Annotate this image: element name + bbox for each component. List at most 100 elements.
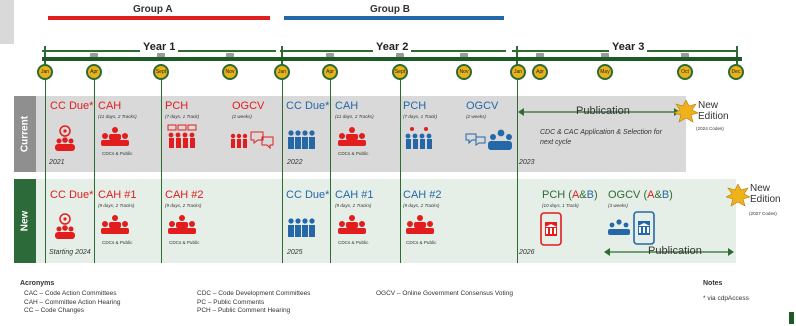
corner-decoration	[0, 0, 14, 44]
pch-amp: &	[579, 189, 587, 201]
people-group-icon	[288, 218, 315, 237]
current-b-cah-caption: CDCs & Public	[338, 151, 369, 156]
notes-text: * via cdpAccess	[703, 295, 749, 302]
current-publication-label: Publication	[576, 105, 630, 117]
ogcv-amp: &	[654, 189, 662, 201]
new-b-cc-due: CC Due*	[286, 189, 330, 201]
new-new-edition: New Edition	[750, 183, 781, 205]
current-b-pch-sub: (7 days, 1 Track)	[403, 114, 438, 119]
group-a-label: Group A	[133, 4, 173, 15]
online-voting-icon	[230, 131, 274, 150]
acronym-cc: CC – Code Changes	[24, 307, 84, 314]
month-apr-y2: Apr	[322, 64, 338, 80]
acronym-cac: CAC – Code Action Committees	[24, 290, 117, 297]
new-pch-sub: (10 days, 1 Track)	[542, 203, 579, 208]
cdc-application-text: CDC & CAC Application & Selection for ne…	[540, 129, 662, 146]
meeting-group-icon	[338, 127, 366, 146]
year-3-label: Year 3	[609, 41, 648, 53]
pch-b: B	[586, 189, 594, 201]
meeting-group-icon	[101, 215, 129, 234]
notes-title: Notes	[703, 280, 723, 287]
current-row-label: Current	[19, 115, 31, 153]
current-b-cah: CAH	[335, 100, 359, 112]
current-year-2021: 2021	[49, 159, 65, 166]
meeting-group-icon	[338, 215, 366, 234]
ogcv-prefix: OGCV (	[608, 189, 648, 201]
year-2-label: Year 2	[373, 41, 412, 53]
current-row-tab: Current	[14, 96, 36, 172]
guide-line	[400, 80, 401, 263]
new-row-tab: New	[14, 179, 36, 263]
meeting-group-icon	[101, 127, 129, 146]
month-apr-y1: Apr	[86, 64, 102, 80]
current-a-cah-sub: (11 days, 2 Tracks)	[98, 114, 137, 119]
current-edition-sub: (2024 Codes)	[696, 126, 724, 131]
acronym-ogcv: OGCV – Online Government Consensus Votin…	[376, 290, 513, 297]
new-edition-sub: (2027 Codes)	[749, 211, 777, 216]
public-comment-people-icon	[405, 127, 432, 149]
guide-line	[330, 80, 331, 263]
new-a-cah2: CAH #2	[165, 189, 204, 201]
new-b-cah2: CAH #2	[403, 189, 442, 201]
month-sept-y1: Sept	[153, 64, 169, 80]
acronyms-column-3: OGCV – Online Government Consensus Votin…	[376, 290, 513, 299]
tick	[516, 46, 518, 66]
online-government-voting-icon	[608, 211, 655, 245]
new-ogcv-ab: OGCV (A&B)	[608, 189, 673, 202]
acronym-cdc: CDC – Code Development Committees	[197, 290, 311, 297]
people-group-icon	[288, 130, 315, 149]
current-a-ogcv: OGCV	[232, 100, 265, 112]
public-comment-people-icon	[167, 124, 197, 148]
location-people-icon	[55, 125, 75, 151]
new-a-cah2-caption: CDCs & Public	[169, 240, 200, 245]
new-starting-2024: Starting 2024	[49, 249, 91, 256]
month-apr-y3: Apr	[532, 64, 548, 80]
star-burst-icon	[726, 184, 750, 207]
mobile-government-icon	[540, 212, 562, 246]
guide-line	[161, 80, 162, 263]
new-a-cah1-caption: CDCs & Public	[102, 240, 133, 245]
current-b-cah-sub: (11 days, 2 Tracks)	[335, 114, 374, 119]
location-people-icon	[55, 213, 75, 239]
ogcv-suffix: )	[669, 189, 673, 201]
guide-line	[45, 80, 46, 263]
current-a-cah: CAH	[98, 100, 122, 112]
guide-line	[517, 80, 518, 263]
acronym-pc: PC – Public Comments	[197, 298, 265, 306]
month-nov-y2: Nov	[456, 64, 472, 80]
online-voting-icon	[465, 129, 512, 150]
month-may-y3: May	[597, 64, 613, 80]
year-1-label: Year 1	[140, 41, 179, 53]
group-a-bar	[48, 16, 270, 20]
meeting-group-icon	[168, 215, 196, 234]
star-burst-icon	[674, 100, 698, 123]
acronym-cah: CAH – Committee Action Hearing	[24, 298, 121, 306]
ogcv-a: A	[647, 189, 655, 201]
group-b-bar	[284, 16, 504, 20]
pch-suffix: )	[593, 189, 598, 201]
new-b-cah2-caption: CDCs & Public	[406, 240, 437, 245]
new-b-cah1-caption: CDCs & Public	[338, 240, 369, 245]
current-a-pch-sub: (7 days, 1 Track)	[165, 114, 200, 119]
month-jan-y3: Jan	[510, 64, 526, 80]
acronyms-title: Acronyms	[20, 280, 55, 287]
current-b-ogcv-sub: (2 weeks)	[466, 114, 486, 119]
tick	[44, 46, 46, 66]
acronyms-column-1: CAC – Code Action Committees CAH – Commi…	[24, 290, 120, 316]
current-new-edition: New Edition	[698, 100, 729, 122]
current-a-ogcv-sub: (2 weeks)	[232, 114, 252, 119]
new-a-cah1-sub: (9 days, 2 Tracks)	[98, 203, 135, 208]
current-year-2023: 2023	[519, 159, 535, 166]
new-row-label: New	[19, 210, 31, 232]
current-b-cc-due: CC Due*	[286, 100, 330, 112]
new-year-2025: 2025	[287, 249, 303, 256]
new-year-2026: 2026	[519, 249, 535, 256]
publication-arrow	[604, 248, 734, 256]
current-b-ogcv: OGCV	[466, 100, 499, 112]
ogcv-b: B	[661, 189, 670, 201]
month-sept-y2: Sept	[392, 64, 408, 80]
tick	[281, 46, 283, 66]
group-b-label: Group B	[370, 4, 410, 15]
month-jan-y1: Jan	[37, 64, 53, 80]
month-jan-y2: Jan	[274, 64, 290, 80]
